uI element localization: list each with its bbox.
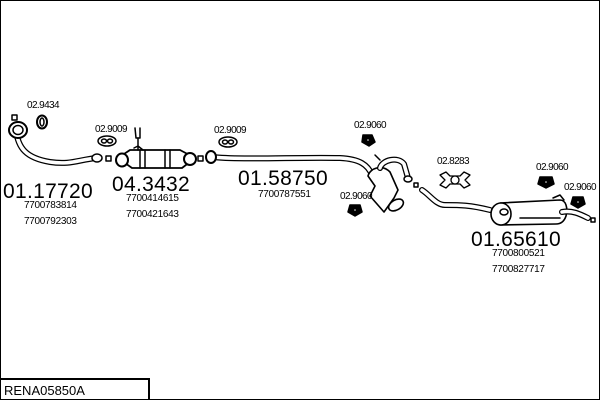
accessory-code: 02.9009 [214,125,247,136]
accessory-code: 02.9060 [536,162,569,173]
connector-square-icon [197,155,204,162]
oem-number: 7700800521 [492,248,545,259]
part-number[interactable]: 01.17720 [3,180,93,203]
part-number[interactable]: 04.3432 [112,173,191,196]
accessory-code: 02.9060 [564,182,597,193]
sealing-ring-icon[interactable] [36,114,48,130]
rear-silencer-part[interactable] [419,187,591,226]
rubber-mount-icon[interactable] [570,196,586,209]
oem-number: 7700792303 [24,216,77,227]
accessory-code: 02.9060 [340,191,373,202]
middle-silencer-part[interactable] [205,150,413,213]
diagram-code-box: RENA05850A [0,378,150,399]
clamp-icon[interactable] [439,171,471,189]
oem-number: 7700783814 [24,200,77,211]
rubber-mount-icon[interactable] [537,176,555,189]
diagram-code: RENA05850A [4,383,85,398]
connector-square-icon [413,182,419,188]
accessory-code: 02.9434 [27,100,60,111]
part-number[interactable]: 01.58750 [238,167,328,190]
oem-number: 7700421643 [126,209,179,220]
rubber-mount-icon[interactable] [347,204,363,217]
rubber-mount-icon[interactable] [361,134,376,147]
connector-square-icon [11,114,18,121]
oem-number: 7700827717 [492,264,545,275]
connector-square-icon [105,155,112,162]
gasket-icon[interactable] [97,135,117,147]
accessory-code: 02.9009 [95,124,128,135]
accessory-code: 02.8283 [437,156,470,167]
front-pipe-part[interactable] [8,121,103,166]
catalytic-converter-part[interactable] [115,127,197,169]
connector-square-icon [590,217,596,223]
oem-number: 7700787551 [258,189,311,200]
oem-number: 7700414615 [126,193,179,204]
part-number[interactable]: 01.65610 [471,228,561,251]
gasket-icon[interactable] [218,136,238,148]
accessory-code: 02.9060 [354,120,387,131]
